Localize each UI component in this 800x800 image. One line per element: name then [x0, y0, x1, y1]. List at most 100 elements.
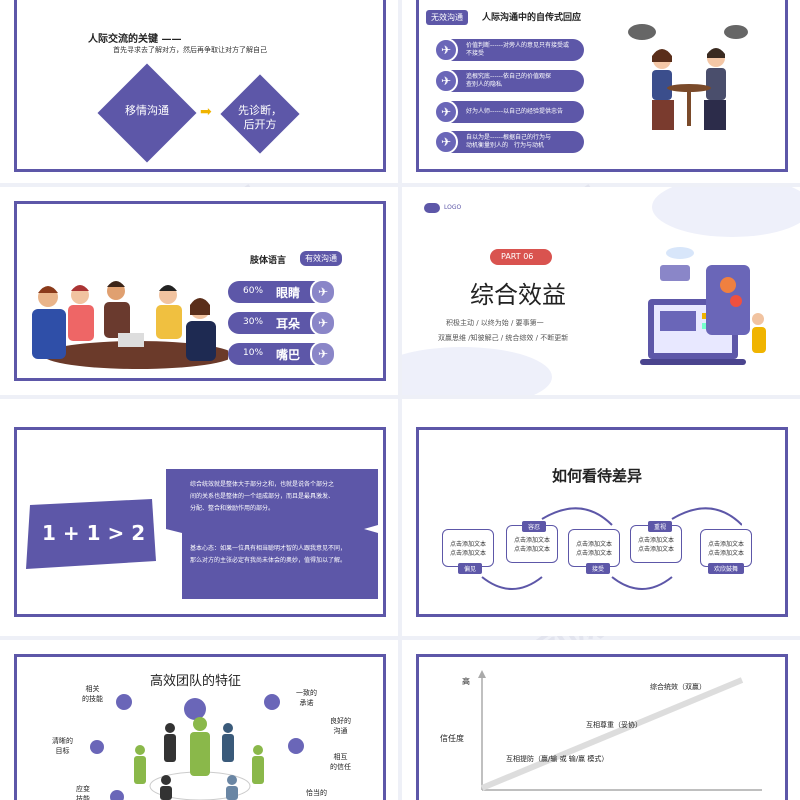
- pill-text: 自以为是------根据自己的行为与: [466, 134, 551, 141]
- trait-label: 相互 的信任: [330, 752, 351, 772]
- body-language-row: 30% 耳朵: [228, 312, 328, 334]
- label-rejoice: 欢欣鼓舞: [708, 563, 745, 574]
- text-line: 间的关系也是整体的一个组成部分，而且是最具激发、: [190, 493, 335, 500]
- pill-text: 追根究底------依自己的价值观探: [466, 73, 551, 80]
- level-label: 互相尊重（妥协）: [586, 721, 642, 729]
- pill-item: 自以为是------根据自己的行为与 动机衡量别人的 行为与动机: [438, 131, 584, 153]
- text-line: 综合统效就是整体大于部分之和，也就是说各个部分之: [190, 481, 335, 488]
- mindset-text: 基本心态：如果一位具有相当聪明才智的人跟我意见不同， 那么对方的主张必定有我尚未…: [190, 543, 346, 567]
- slide-frame: [14, 201, 386, 381]
- plane-icon: ✈: [434, 38, 458, 62]
- box-text: 点击添加文本: [707, 550, 744, 557]
- slide-title: 肢体语言: [250, 256, 287, 266]
- invalid-tag: 无效沟通: [426, 10, 468, 25]
- trait-dot: [90, 740, 104, 754]
- slide-subtitle: 首先寻求去了解对方，然后再争取让对方了解自己: [113, 46, 267, 54]
- body-language-row: 60% 眼睛: [228, 281, 328, 303]
- plane-icon: ✈: [434, 69, 458, 93]
- trait-text: 沟通: [333, 727, 348, 735]
- pill-text: 查别人的隐私: [466, 81, 503, 88]
- arrow-right-icon: ➡: [200, 104, 212, 120]
- box-text: 点击添加文本: [637, 537, 674, 544]
- slide-title: 人际沟通中的自传式回应: [482, 13, 582, 23]
- meeting-illustration: [32, 281, 228, 369]
- pill-text: 价值判断------对旁人的意见只有接受或: [466, 42, 569, 49]
- trait-dot: [288, 738, 304, 754]
- row-percent: 10%: [243, 348, 264, 358]
- valid-tag: 有效沟通: [300, 251, 342, 266]
- row-word: 嘴巴: [276, 348, 301, 362]
- slide-4[interactable]: LOGO PART 06 综合效益 积极主动 / 以终为始 / 要事第一 双赢思…: [402, 187, 800, 395]
- slide-frame: [416, 654, 788, 800]
- team-illustration: [134, 717, 264, 800]
- trait-label: 相关 的技能: [82, 684, 103, 704]
- text-line: 那么对方的主张必定有我尚未体会的奥妙，值得加以了解。: [190, 557, 347, 564]
- trait-text: 的信任: [330, 763, 351, 771]
- pill-item: 追根究底------依自己的价值观探 查别人的隐私: [438, 70, 584, 92]
- text-line: 分配、整合和激励作用的部分。: [190, 505, 275, 512]
- row-word: 眼睛: [276, 286, 301, 300]
- conversation-illustration: [628, 24, 748, 130]
- pill-text: 不接受: [466, 50, 485, 57]
- text-box: [166, 469, 378, 599]
- slide-1[interactable]: 人际交流的关键 —— 首先寻求去了解对方，然后再争取让对方了解自己 移情沟通 ➡…: [0, 0, 398, 183]
- plane-icon: ✈: [310, 341, 336, 367]
- formula-box: [26, 499, 156, 569]
- slide-3[interactable]: 肢体语言 有效沟通 60% 眼睛 ✈ 30% 耳朵 ✈ 10% 嘴巴 ✈: [0, 187, 398, 395]
- pill-text: 好为人师------以自己的经验提供忠告: [466, 108, 563, 115]
- slide-2[interactable]: 无效沟通 人际沟通中的自传式回应 价值判断------对旁人的意见只有接受或 不…: [402, 0, 800, 183]
- connector-arcs: [481, 507, 742, 590]
- box-text: 点击添加文本: [513, 546, 550, 553]
- phone-laptop-illustration: [640, 247, 766, 365]
- slide-frame: [416, 427, 788, 617]
- plane-icon: ✈: [434, 100, 458, 124]
- slide-frame: [14, 654, 386, 800]
- label-tolerance: 容忍: [522, 521, 547, 532]
- slide-title: 如何看待差异: [552, 467, 643, 485]
- row-percent: 30%: [243, 317, 264, 327]
- trait-text: 相互: [333, 753, 348, 761]
- trait-text: 良好的: [330, 717, 351, 725]
- row-word: 耳朵: [276, 317, 301, 331]
- trait-label: 良好的 沟通: [330, 716, 351, 736]
- trait-text: 清晰的: [52, 737, 73, 745]
- trait-dot: [110, 790, 124, 800]
- box-text: 点击添加文本: [707, 541, 744, 548]
- logo-text: LOGO: [444, 204, 462, 211]
- slide-6[interactable]: 如何看待差异 点击添加文本 点击添加文本 偏见 点击添加文本 点击添加文本 容忍…: [402, 399, 800, 636]
- diamond-label-b: 后开方: [243, 118, 277, 131]
- trait-dot: [116, 694, 132, 710]
- label-value: 重视: [648, 521, 673, 532]
- y-axis-label: 信任度: [440, 734, 464, 743]
- box-text: 点击添加文本: [513, 537, 550, 544]
- body-language-row: 10% 嘴巴: [228, 343, 328, 365]
- part-badge: PART 06: [490, 249, 552, 265]
- slide-frame: [14, 0, 386, 172]
- slide-frame: [416, 0, 788, 172]
- trait-text: 的技能: [82, 695, 103, 703]
- background-blobs: [402, 187, 800, 395]
- text-box: 点击添加文本 点击添加文本: [568, 529, 620, 567]
- y-axis-high: 高: [462, 677, 470, 686]
- text-box: 点击添加文本 点击添加文本: [700, 529, 752, 567]
- trait-text: 承诺: [299, 699, 314, 707]
- box-text: 点击添加文本: [575, 541, 612, 548]
- definition-text: 综合统效就是整体大于部分之和，也就是说各个部分之 间的关系也是整体的一个组成部分…: [190, 479, 334, 515]
- trust-diagram: [478, 670, 762, 791]
- part-label: PART 06: [501, 252, 534, 261]
- slide-5[interactable]: 1 + 1 > 2 综合统效就是整体大于部分之和，也就是说各个部分之 间的关系也…: [0, 399, 398, 636]
- slide-line-2: 双赢思维 /知彼解己 / 统合综效 / 不断更新: [438, 334, 569, 342]
- slide-7[interactable]: 高效团队的特征 相关 的技能 清晰的 目标 应变 技能 一致的 承诺 良好的 沟…: [0, 640, 398, 800]
- logo-icon: [424, 203, 440, 213]
- lightbulb-icon: [184, 698, 206, 720]
- trait-text: 技能: [76, 795, 90, 800]
- trait-label: 应变 技能: [76, 784, 90, 800]
- level-label: 综合统效（双赢）: [650, 683, 706, 691]
- slide-8[interactable]: 高 信任度 综合统效（双赢） 互相尊重（妥协） 互相提防（赢/输 或 输/赢 模…: [402, 640, 800, 800]
- pill-item: 好为人师------以自己的经验提供忠告: [438, 101, 584, 123]
- row-percent: 60%: [243, 286, 264, 296]
- trait-label: 清晰的 目标: [52, 736, 73, 756]
- slide-title: 人际交流的关键 ——: [88, 34, 182, 45]
- trait-text: 一致的: [296, 689, 317, 697]
